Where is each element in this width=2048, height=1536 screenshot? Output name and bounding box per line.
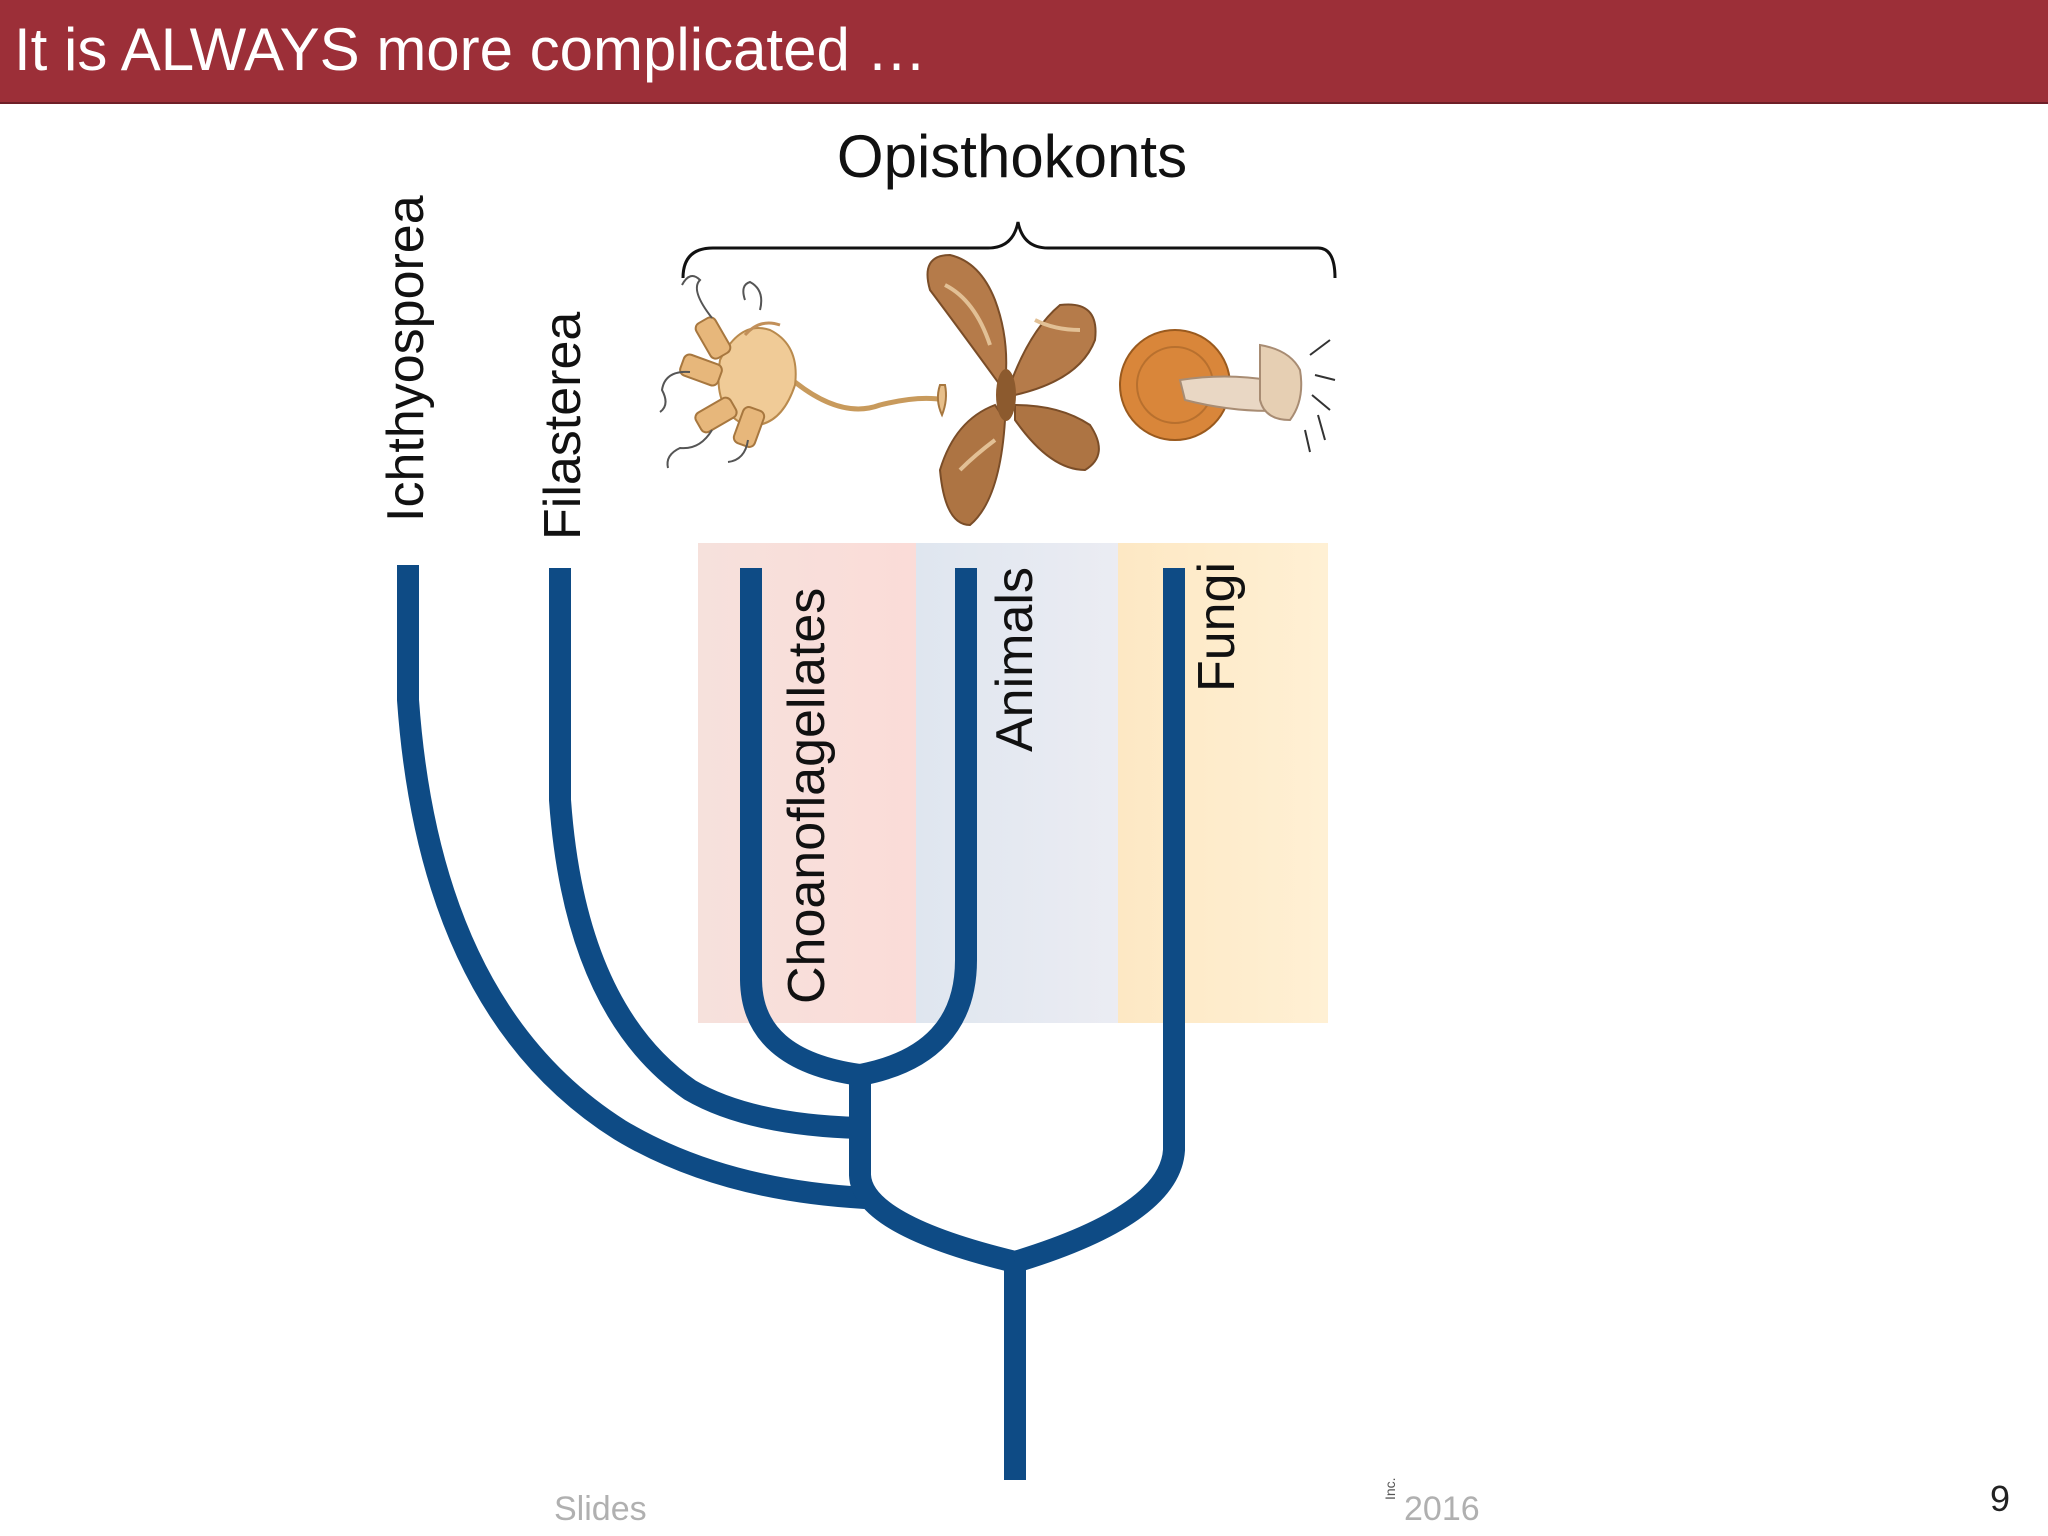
mushroom-illustration xyxy=(1119,329,1336,453)
choanoflagellates-band xyxy=(698,543,916,1023)
branch-choano-animals-stem xyxy=(849,1075,1018,1273)
footer-right-small-text: Inc. xyxy=(1382,1477,1398,1500)
label-animals: Animals xyxy=(986,567,1044,752)
tree-branches xyxy=(397,565,1185,1480)
branch-choanoflagellates xyxy=(740,568,862,1086)
label-filasterea: Filasterea xyxy=(534,312,592,540)
footer-left-text: Slides xyxy=(554,1490,647,1528)
footer-right-text: 2016 xyxy=(1404,1490,1480,1528)
branch-fungi xyxy=(1011,568,1185,1273)
page-number: 9 xyxy=(1989,1478,2010,1519)
moth-illustration xyxy=(926,253,1100,527)
branch-ichthyosporea xyxy=(397,565,866,1209)
branch-animals xyxy=(857,568,977,1086)
fungi-band xyxy=(1118,543,1328,1023)
title-bar: It is ALWAYS more complicated … xyxy=(0,0,2048,104)
opisthokonts-label: Opisthokonts xyxy=(837,123,1187,190)
animals-band xyxy=(916,543,1118,1023)
label-ichthyosporea: Ichthyosporea xyxy=(377,195,435,522)
choanoflagellate-illustration xyxy=(659,275,947,469)
label-choanoflagellates: Choanoflagellates xyxy=(778,588,836,1004)
opisthokonts-brace xyxy=(681,221,1337,279)
branch-filasterea xyxy=(549,568,861,1139)
slide-title: It is ALWAYS more complicated … xyxy=(14,16,927,83)
label-fungi: Fungi xyxy=(1188,562,1246,692)
